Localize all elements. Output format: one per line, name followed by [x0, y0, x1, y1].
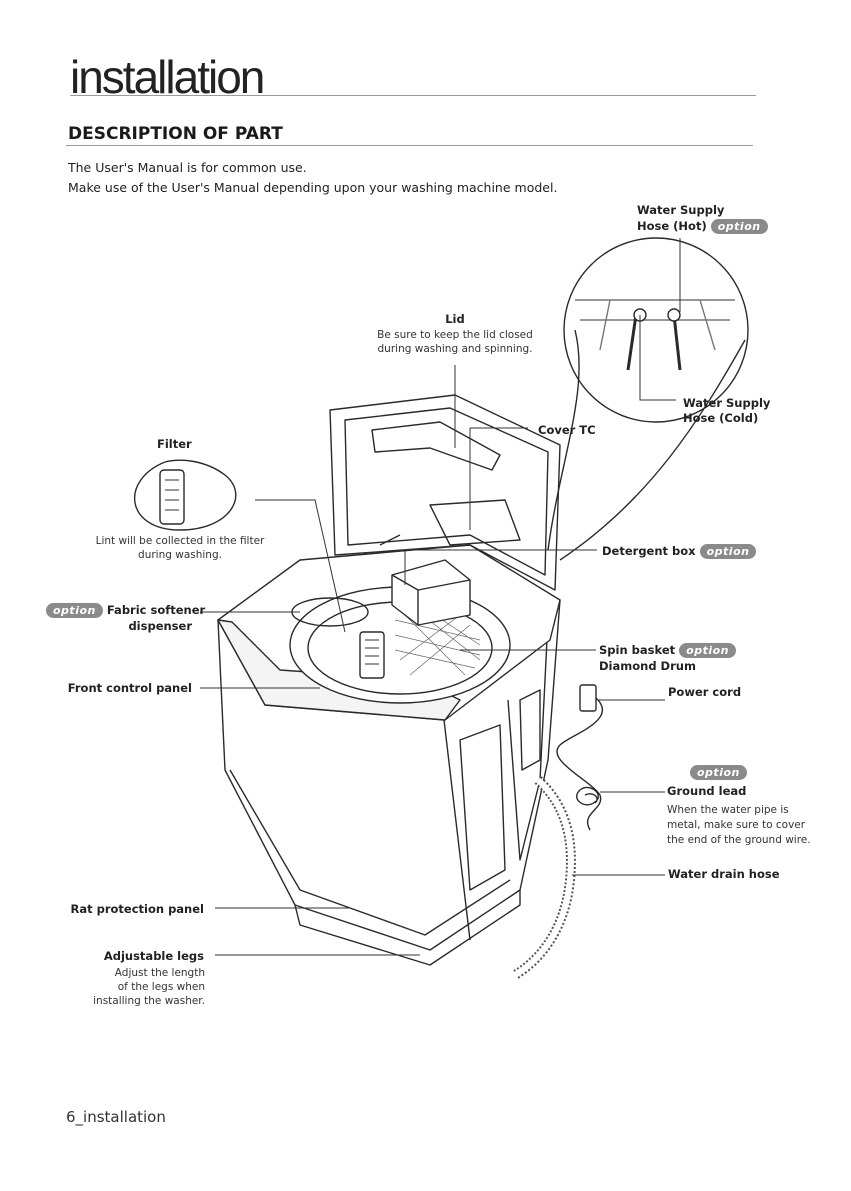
option-badge-spin-basket: option	[679, 643, 736, 658]
label-adjustable-legs: Adjustable legs	[103, 949, 204, 963]
option-badge-hot-hose: option	[710, 219, 768, 234]
label-power-cord: Power cord	[668, 685, 742, 699]
label-spin-basket-text: Spin basket	[599, 643, 676, 657]
filter-note-line1: Lint will be collected in the filter	[95, 535, 265, 547]
lid-note-line2: during washing and spinning.	[377, 343, 533, 355]
legs-note-line3: installing the washer.	[93, 995, 205, 1007]
option-badge-ground-wrap: option	[690, 762, 747, 781]
ground-note-line1: When the water pipe is	[667, 804, 789, 816]
chapter-title: installation	[70, 51, 265, 103]
label-hot-hose-line2: Hose (Hot) option	[637, 219, 768, 234]
label-detergent-box-text: Detergent box	[602, 544, 696, 558]
label-filter: Filter	[157, 437, 192, 451]
label-cold-hose-line2: Hose (Cold)	[683, 411, 759, 425]
label-softener-text: Fabric softener	[106, 603, 206, 617]
lid-note-line1: Be sure to keep the lid closed	[377, 329, 533, 341]
legs-note-line2: of the legs when	[117, 981, 205, 993]
section-rule	[66, 145, 753, 146]
label-diamond-drum: Diamond Drum	[599, 659, 696, 673]
label-ground-lead: Ground lead	[667, 784, 747, 798]
option-badge-softener: option	[46, 603, 103, 618]
intro-line-1: The User's Manual is for common use.	[68, 160, 307, 175]
legs-note-line1: Adjust the length	[114, 967, 205, 979]
ground-note-line2: metal, make sure to cover	[667, 819, 806, 831]
label-hot-hose-text: Hose (Hot)	[637, 219, 707, 233]
label-softener-line1: option Fabric softener	[46, 603, 205, 618]
label-cold-hose-line1: Water Supply	[683, 396, 771, 410]
label-softener-line2: dispenser	[128, 619, 192, 633]
option-badge-detergent: option	[699, 544, 757, 559]
intro-line-2: Make use of the User's Manual depending …	[68, 180, 558, 195]
label-cover-tc: Cover TC	[538, 423, 596, 437]
ground-note-line3: the end of the ground wire.	[667, 834, 811, 846]
label-hot-hose-line1: Water Supply	[637, 203, 725, 217]
page-footer: 6_installation	[66, 1108, 166, 1126]
label-lid: Lid	[445, 312, 465, 326]
filter-note-line2: during washing.	[138, 549, 222, 561]
label-front-control-panel: Front control panel	[67, 681, 192, 695]
label-detergent-box: Detergent box option	[602, 544, 757, 559]
header-rule	[70, 95, 756, 96]
label-spin-basket: Spin basket option	[599, 643, 736, 658]
label-rat-protection-panel: Rat protection panel	[70, 902, 205, 916]
label-water-drain-hose: Water drain hose	[668, 867, 780, 881]
section-title: DESCRIPTION OF PART	[68, 124, 283, 144]
option-badge-ground: option	[690, 765, 747, 780]
